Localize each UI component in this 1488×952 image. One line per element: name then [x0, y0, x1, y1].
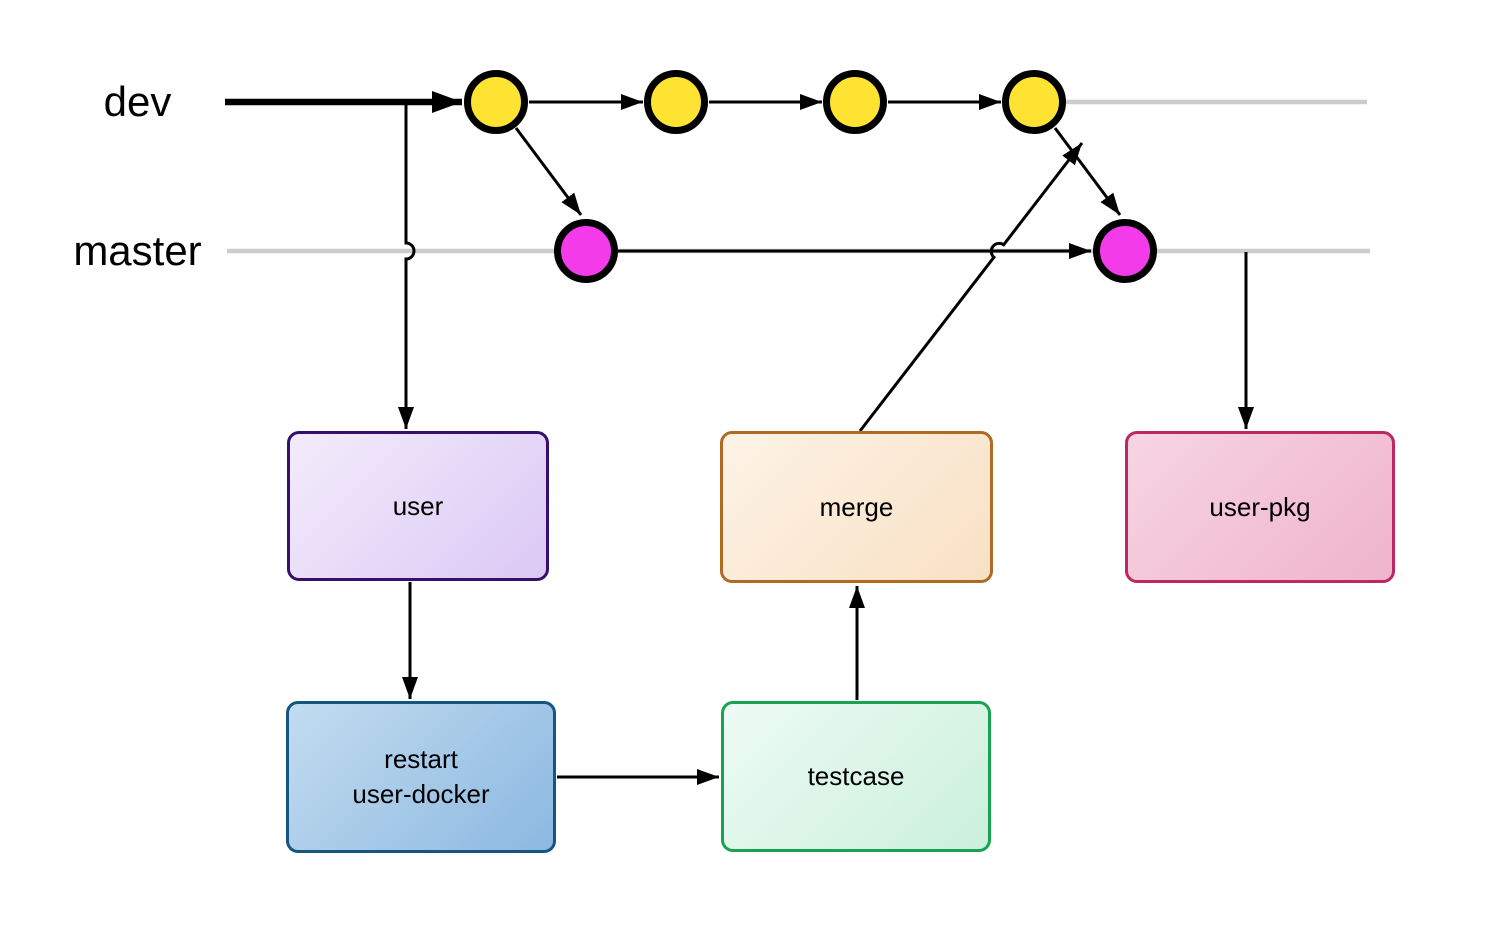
- edge-devcommit1-to-mastercommit1: [514, 127, 583, 216]
- edge-merge-to-dev: [858, 142, 1084, 432]
- node-merge: merge: [720, 431, 993, 583]
- dev-commit-1: [464, 70, 528, 134]
- edge-devcommit4-to-mastercommit2: [1053, 127, 1122, 216]
- node-user-pkg-label: user-pkg: [1209, 491, 1311, 522]
- node-testcase-label: testcase: [807, 761, 905, 791]
- master-commit-2: [1093, 219, 1157, 283]
- edge-dev-to-user: [398, 102, 416, 429]
- node-testcase: testcase: [721, 701, 991, 852]
- node-user-label: user: [392, 490, 444, 521]
- node-user: user: [287, 431, 549, 581]
- node-restart-label-line1: restart: [384, 744, 458, 774]
- dev-commit-4: [1002, 70, 1066, 134]
- node-restart-label-line2: user-docker: [352, 779, 490, 809]
- dev-commit-2: [644, 70, 708, 134]
- node-merge-label: merge: [819, 491, 894, 522]
- branch-label-master: master: [73, 227, 202, 274]
- branch-label-dev: dev: [103, 78, 172, 125]
- master-commit-1: [554, 219, 618, 283]
- node-user-pkg: user-pkg: [1125, 431, 1395, 583]
- dev-commit-3: [823, 70, 887, 134]
- node-restart-user-docker: restart user-docker: [286, 701, 556, 853]
